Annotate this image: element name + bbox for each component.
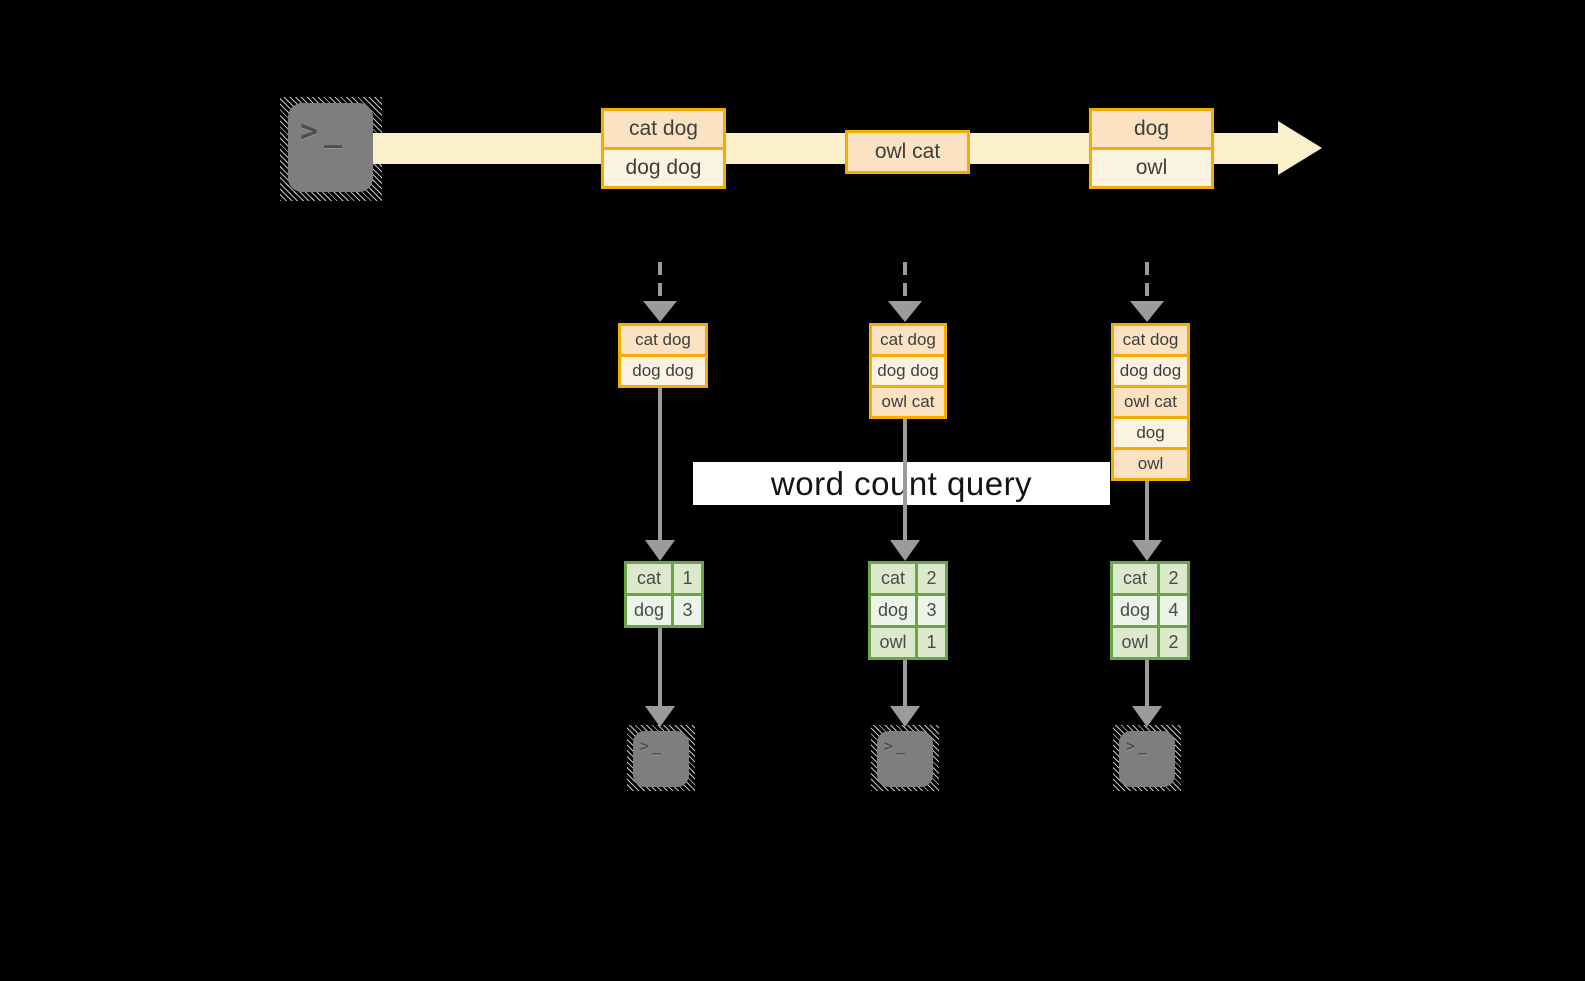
worker-buffer-stack: cat dog dog dog [618,323,708,388]
down-arrowhead-icon [888,301,922,322]
down-arrowhead-icon [1132,706,1162,727]
buffer-item: owl cat [872,388,944,416]
worker-buffer-stack: cat dog dog dog owl cat [869,323,947,419]
prompt-chevron: > [300,114,325,149]
buffer-item: dog [1114,419,1187,447]
stream-event-text: dog dog [604,150,723,186]
count-cell: 3 [674,596,701,625]
word-cell: owl [871,628,915,657]
connector-line [903,660,907,706]
terminal-prompt: >_ [884,739,908,754]
prompt-dash: _ [1138,737,1151,755]
word-cell: dog [1113,596,1157,625]
terminal-icon: >_ [288,103,373,192]
down-arrowhead-icon [1132,540,1162,561]
table-row: dog 3 [627,596,701,625]
prompt-dash: _ [324,114,349,149]
dashed-connector-line [903,262,907,302]
terminal-prompt: >_ [1126,739,1150,754]
stream-event-box: cat dog dog dog [601,108,726,189]
stream-event-box: owl cat [845,130,970,174]
count-cell: 3 [918,596,945,625]
table-row: cat 2 [871,564,945,593]
down-arrowhead-icon [890,706,920,727]
count-cell: 2 [918,564,945,593]
connector-line [1145,481,1149,540]
stream-event-text: owl cat [848,133,967,171]
stream-event-text: owl [1092,150,1211,186]
table-row: owl 1 [871,628,945,657]
prompt-chevron: > [640,737,653,755]
down-arrowhead-icon [645,540,675,561]
dashed-connector-line [658,262,662,302]
prompt-dash: _ [652,737,665,755]
prompt-chevron: > [1126,737,1139,755]
word-count-table: cat 2 dog 4 owl 2 [1110,561,1190,660]
buffer-item: owl [1114,450,1187,478]
down-arrowhead-icon [890,540,920,561]
buffer-item: cat dog [1114,326,1187,354]
word-cell: dog [871,596,915,625]
down-arrowhead-icon [643,301,677,322]
dashed-connector-line [1145,262,1149,302]
word-cell: owl [1113,628,1157,657]
table-row: cat 2 [1113,564,1187,593]
count-cell: 2 [1160,628,1187,657]
buffer-item: dog dog [872,357,944,385]
count-cell: 4 [1160,596,1187,625]
table-row: cat 1 [627,564,701,593]
stream-event-text: dog [1092,111,1211,147]
word-count-table: cat 1 dog 3 [624,561,704,628]
terminal-icon: >_ [633,731,689,787]
connector-line [903,419,907,540]
connector-line [658,388,662,540]
count-cell: 1 [674,564,701,593]
connector-line [658,628,662,706]
word-cell: cat [1113,564,1157,593]
table-row: dog 4 [1113,596,1187,625]
query-label-box: word count query [693,462,1110,505]
prompt-chevron: > [884,737,897,755]
terminal-icon: >_ [1119,731,1175,787]
query-label: word count query [770,464,1033,502]
word-cell: dog [627,596,671,625]
stream-event-text: cat dog [604,111,723,147]
table-row: dog 3 [871,596,945,625]
word-cell: cat [627,564,671,593]
terminal-prompt: >_ [300,117,348,147]
count-cell: 1 [918,628,945,657]
buffer-item: cat dog [621,326,705,354]
terminal-icon: >_ [877,731,933,787]
word-count-table: cat 2 dog 3 owl 1 [868,561,948,660]
connector-line [1145,660,1149,706]
table-row: owl 2 [1113,628,1187,657]
buffer-item: dog dog [1114,357,1187,385]
stream-event-box: dog owl [1089,108,1214,189]
down-arrowhead-icon [645,706,675,727]
buffer-item: dog dog [621,357,705,385]
count-cell: 2 [1160,564,1187,593]
worker-buffer-stack: cat dog dog dog owl cat dog owl [1111,323,1190,481]
buffer-item: owl cat [1114,388,1187,416]
prompt-dash: _ [896,737,909,755]
down-arrowhead-icon [1130,301,1164,322]
buffer-item: cat dog [872,326,944,354]
word-cell: cat [871,564,915,593]
terminal-prompt: >_ [640,739,664,754]
stream-arrowhead-icon [1278,121,1322,175]
